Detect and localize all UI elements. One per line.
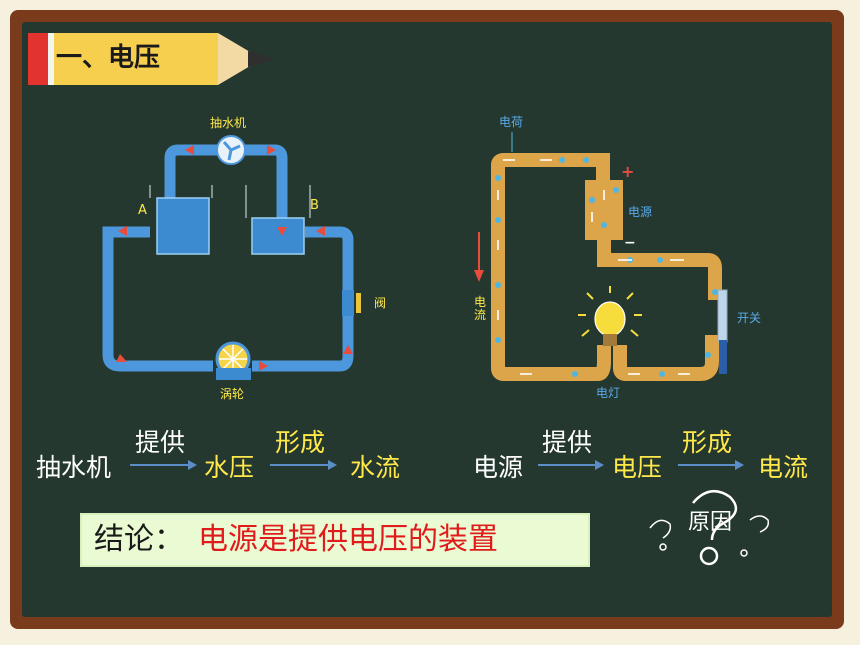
- conclusion-text: 电源是提供电压的装置: [198, 522, 498, 557]
- chain-electric-source: 电源: [473, 453, 524, 482]
- chain-water-pressure: 水压: [204, 453, 255, 482]
- current-label: 电流: [474, 295, 487, 322]
- chain-electric-provide: 提供: [542, 428, 593, 457]
- source-label: 电源: [628, 205, 653, 219]
- water-circuit: [102, 135, 361, 380]
- electric-circuit: [474, 132, 728, 381]
- chain-arrows: [130, 460, 744, 470]
- chain-electric-form: 形成: [682, 428, 733, 457]
- switch-label: 开关: [737, 311, 762, 325]
- chain-water-flow: 水流: [350, 453, 401, 482]
- pencil-banner: [28, 33, 276, 85]
- tank-b-label: B: [310, 198, 319, 213]
- minus-sign: −: [624, 235, 636, 251]
- question-mark-doodle: [649, 490, 770, 566]
- conclusion-box: 结论： 电源是提供电压的装置: [80, 513, 590, 567]
- valve-label: 阀: [374, 296, 387, 310]
- plus-sign: +: [621, 162, 635, 181]
- conclusion-label: 结论：: [94, 522, 184, 557]
- charge-label: 电荷: [499, 115, 524, 129]
- pump-label: 抽水机: [210, 116, 247, 130]
- page-title: 一、电压: [56, 43, 161, 73]
- chain-water-provide: 提供: [135, 428, 186, 457]
- reason-button[interactable]: 原因: [688, 510, 733, 535]
- turbine-label: 涡轮: [220, 387, 245, 401]
- chain-electric-pressure: 电压: [612, 453, 663, 482]
- tank-a-label: A: [138, 203, 147, 218]
- chain-water-source: 抽水机: [36, 453, 112, 482]
- chain-electric-flow: 电流: [758, 453, 809, 482]
- chain-water-form: 形成: [275, 428, 326, 457]
- lamp-label: 电灯: [596, 386, 621, 400]
